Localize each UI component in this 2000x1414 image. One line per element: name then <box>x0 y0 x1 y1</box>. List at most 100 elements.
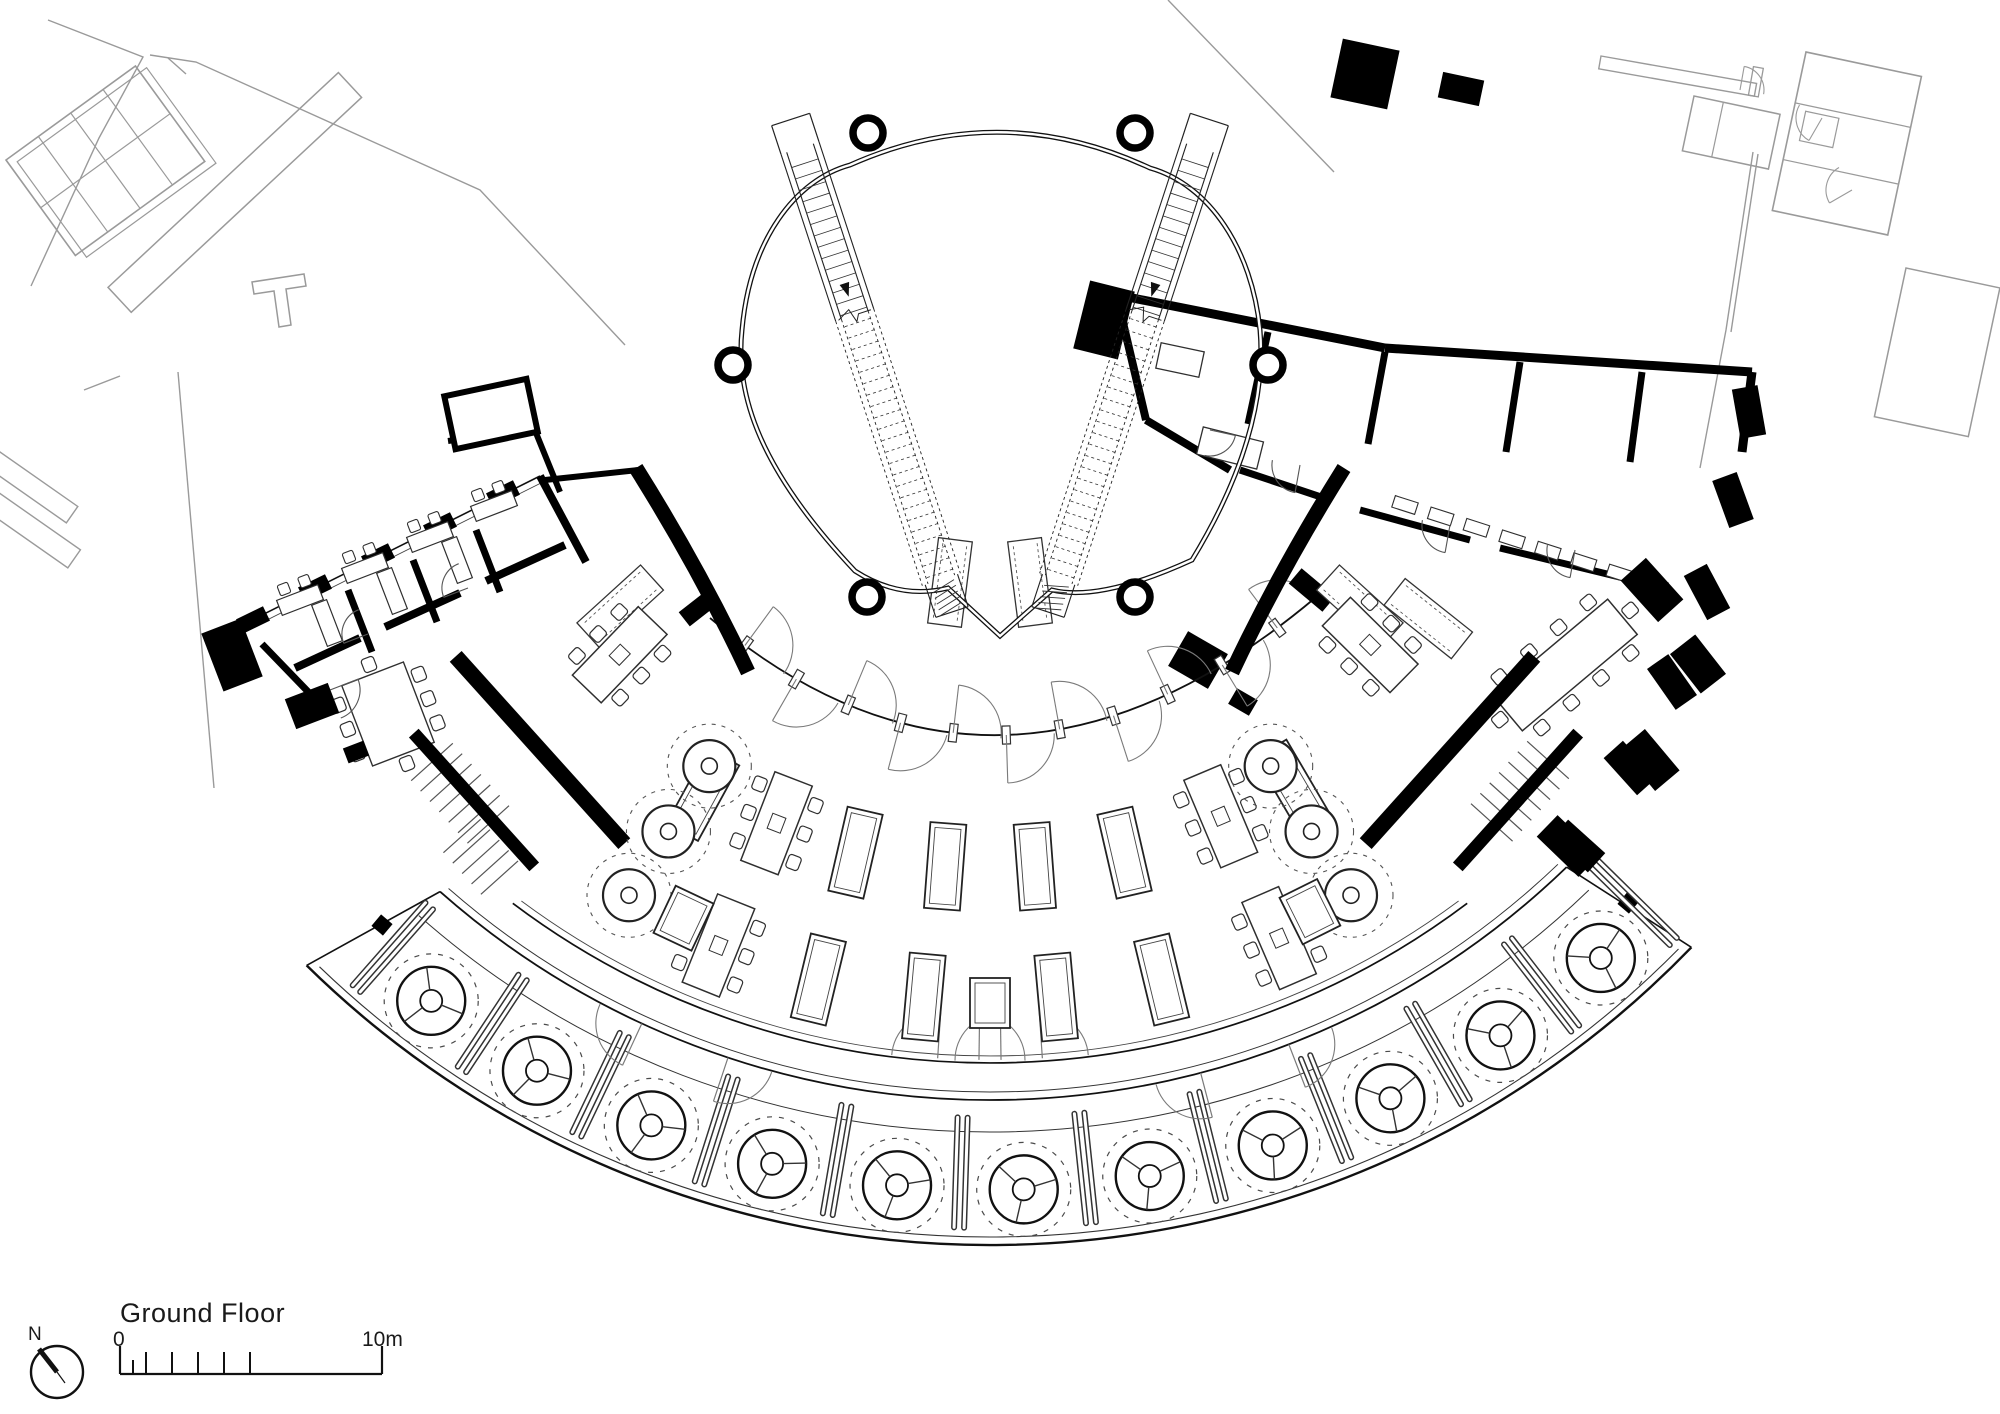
tip-pier <box>371 914 393 936</box>
chair <box>297 574 312 589</box>
column <box>849 114 887 152</box>
chair <box>276 581 292 597</box>
facade-pier <box>1647 654 1697 710</box>
context-core <box>1330 38 1400 110</box>
tree <box>1342 1050 1439 1146</box>
chair <box>1592 668 1610 687</box>
round-table-base <box>1261 757 1280 775</box>
table <box>1182 763 1259 869</box>
right-office-wing <box>1073 280 1767 877</box>
facade-pier <box>1731 385 1767 439</box>
direction-arrow <box>1150 281 1161 297</box>
north-label: N <box>28 1324 42 1345</box>
chair <box>1243 941 1260 959</box>
square-table <box>969 977 1011 1029</box>
context-pavilion <box>4 64 217 259</box>
bench-inner <box>1139 938 1184 1021</box>
cabinet <box>1155 341 1205 379</box>
context-building-a <box>1681 95 1781 170</box>
scale-zero-label: 0 <box>113 1328 125 1351</box>
chair <box>491 480 506 495</box>
legend: Ground Floor 0 10m N <box>28 1298 403 1351</box>
desk <box>275 583 325 617</box>
chair <box>1562 693 1581 712</box>
wall-block <box>284 682 340 730</box>
bench <box>827 805 884 900</box>
chair <box>427 511 442 526</box>
chair <box>1184 819 1202 837</box>
chair <box>807 796 824 815</box>
tree <box>1102 1128 1198 1224</box>
chair <box>568 647 586 665</box>
bench-inner <box>833 812 878 894</box>
context-blocks-left <box>0 451 82 569</box>
stair-wall <box>449 651 631 849</box>
bench-inner <box>1039 957 1074 1037</box>
wall-pier <box>1670 634 1726 694</box>
bench-inner <box>928 826 962 906</box>
facade-pier <box>236 606 270 634</box>
round-table-base <box>1302 822 1321 841</box>
chair <box>749 919 767 937</box>
counter-unit <box>1426 506 1455 527</box>
wall-pier <box>1620 557 1684 623</box>
wall-block <box>1228 688 1258 716</box>
chair <box>1490 710 1509 729</box>
desk <box>340 551 390 585</box>
chair <box>1318 635 1337 654</box>
tree <box>1225 1097 1321 1194</box>
north-circle <box>29 1344 85 1400</box>
round-table-zone <box>1228 723 1314 809</box>
chair <box>632 666 651 685</box>
chair <box>726 976 744 994</box>
facade-pier <box>1712 472 1754 528</box>
conference-table <box>1491 598 1639 732</box>
wall-stub <box>1288 568 1336 612</box>
desk <box>310 598 344 648</box>
hall-furniture <box>568 536 1474 1043</box>
chair <box>1196 847 1214 865</box>
tree <box>489 1023 585 1119</box>
scale-bar: 0 10m <box>113 1328 403 1351</box>
table-detail <box>708 934 729 957</box>
bench <box>1132 932 1191 1027</box>
column <box>714 346 752 384</box>
tree <box>603 1077 699 1173</box>
wall-block <box>1168 631 1228 689</box>
desk <box>375 566 409 616</box>
desk <box>405 520 455 554</box>
chair <box>785 853 802 872</box>
door-pivot <box>1053 719 1066 740</box>
door-pivot <box>893 712 908 734</box>
scale-end-label: 10m <box>362 1328 403 1351</box>
chair <box>1231 913 1248 931</box>
stair-wall <box>1359 651 1541 849</box>
door-pivot <box>947 722 959 743</box>
round-table-base <box>700 757 719 775</box>
table-detail <box>766 812 787 834</box>
atrium <box>629 112 1351 676</box>
counter-unit <box>1498 529 1527 550</box>
corner-pier <box>201 618 263 692</box>
chair <box>796 825 813 843</box>
chair <box>653 644 672 663</box>
chair <box>670 953 688 972</box>
bench <box>1033 951 1079 1043</box>
column <box>1249 346 1287 384</box>
context-building-c <box>1873 267 2000 438</box>
bench-inner <box>1018 826 1052 906</box>
tree <box>976 1141 1072 1237</box>
tree <box>1452 987 1549 1083</box>
meeting-table <box>340 661 436 767</box>
chair <box>1621 644 1640 662</box>
chair <box>1621 601 1640 620</box>
chair <box>751 775 768 793</box>
tree <box>383 953 479 1049</box>
chair <box>1549 618 1568 637</box>
chair <box>470 487 486 503</box>
round-table-zone <box>666 723 752 809</box>
chair <box>611 688 630 707</box>
chair <box>362 542 377 557</box>
